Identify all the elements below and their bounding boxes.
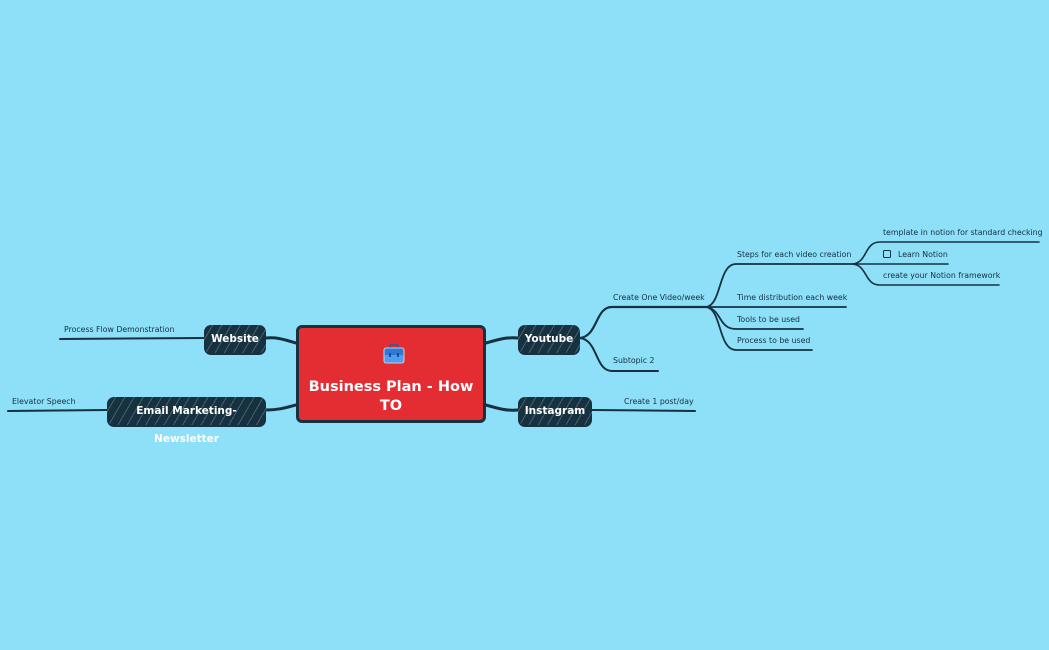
subtopic-create-one-video-week[interactable]: Create One Video/week (613, 293, 705, 302)
subtopic-process-to-be-used[interactable]: Process to be used (737, 336, 811, 345)
central-topic[interactable]: Business Plan - How TO (296, 325, 486, 423)
subtopic-steps-for-each-video-creation[interactable]: Steps for each video creation (737, 250, 852, 259)
topic-youtube[interactable]: Youtube (518, 325, 580, 353)
topic-label: Youtube (524, 333, 574, 345)
subtopic-create-notion-framework[interactable]: create your Notion framework (883, 271, 1001, 280)
topic-website[interactable]: Website (204, 325, 266, 353)
subtopic-create-1-post-day[interactable]: Create 1 post/day (624, 397, 694, 406)
subtopic-subtopic-2[interactable]: Subtopic 2 (613, 356, 655, 365)
task-checkbox[interactable] (883, 250, 891, 258)
subtopic-time-distribution-each-week[interactable]: Time distribution each week (737, 293, 848, 302)
topic-instagram[interactable]: Instagram (518, 397, 592, 425)
subtopic-template-in-notion[interactable]: template in notion for standard checking (883, 228, 1043, 237)
subtopic-elevator-speech[interactable]: Elevator Speech (12, 397, 76, 406)
topic-label: Instagram (524, 405, 586, 417)
topic-email-marketing[interactable]: Email Marketing-Newsletter (107, 397, 266, 445)
topic-label: Email Marketing-Newsletter (136, 405, 237, 445)
subtopic-learn-notion[interactable]: Learn Notion (883, 250, 948, 260)
subtopic-tools-to-be-used[interactable]: Tools to be used (737, 315, 800, 324)
central-topic-title: Business Plan - How TO (308, 379, 474, 414)
subtopic-label: Learn Notion (898, 250, 948, 259)
topic-label: Website (211, 333, 259, 345)
briefcase-icon (383, 344, 405, 364)
subtopic-process-flow-demonstration[interactable]: Process Flow Demonstration (64, 325, 175, 334)
